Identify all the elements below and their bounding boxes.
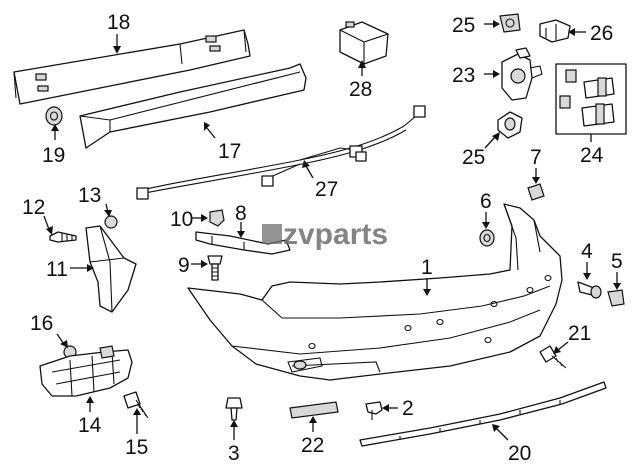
callout-1: 1 — [421, 256, 433, 279]
part-18-reinforcement-bar — [13, 29, 251, 105]
callout-23: 23 — [452, 64, 475, 87]
part-26-clip — [539, 19, 571, 43]
part-2-clip — [365, 401, 383, 420]
part-6-nut — [479, 229, 495, 247]
part-28-control-module — [339, 21, 389, 65]
callout-8: 8 — [235, 202, 247, 225]
callout-21: 21 — [568, 322, 591, 345]
callout-20: 20 — [508, 442, 531, 465]
callout-16: 16 — [30, 312, 53, 335]
part-13-clip — [104, 215, 118, 229]
part-27-wire-harness — [136, 105, 426, 200]
callout-10: 10 — [170, 208, 193, 231]
part-12-screw — [49, 231, 77, 243]
part-21-screw — [539, 345, 567, 369]
callout-18: 18 — [107, 11, 130, 34]
part-4-bolt — [577, 281, 602, 299]
part-1-bumper-cover — [187, 203, 563, 381]
part-25-retainer-top — [499, 13, 521, 33]
callout-9: 9 — [178, 254, 190, 277]
callout-labels: 18 17 19 28 27 25 26 23 24 25 7 6 13 12 … — [22, 11, 623, 465]
callout-27: 27 — [315, 178, 338, 201]
callout-4: 4 — [581, 240, 593, 263]
callout-26: 26 — [590, 22, 613, 45]
callout-22: 22 — [301, 434, 324, 457]
part-24-retainer-kit — [555, 63, 627, 135]
part-3-clip — [225, 397, 243, 421]
watermark-text: zvparts — [283, 218, 388, 251]
callout-25-lower: 25 — [462, 146, 485, 169]
part-9-screw — [207, 255, 223, 281]
part-23-sensor-bracket — [501, 47, 543, 101]
callout-28: 28 — [349, 78, 372, 101]
callout-25-top: 25 — [452, 14, 475, 37]
part-14-lower-bracket — [39, 345, 133, 397]
callout-13: 13 — [78, 184, 101, 207]
callout-17: 17 — [218, 140, 241, 163]
part-20-molding-strip — [359, 381, 607, 447]
callout-19: 19 — [42, 144, 65, 167]
callout-3: 3 — [228, 442, 240, 465]
watermark: zvparts — [262, 218, 388, 251]
callout-14: 14 — [78, 414, 102, 437]
part-8-retainer-bracket — [195, 231, 291, 255]
part-17-energy-absorber — [79, 63, 307, 149]
part-7-clip — [527, 183, 545, 201]
callout-5: 5 — [611, 250, 623, 273]
part-22-reflector — [289, 401, 339, 419]
watermark-logo-icon — [262, 224, 282, 244]
part-25-retainer-lower — [497, 111, 523, 139]
part-19-nut — [45, 106, 63, 126]
part-11-side-bracket — [85, 225, 137, 313]
part-5-clip — [607, 289, 625, 307]
callout-12: 12 — [22, 196, 45, 219]
callout-15: 15 — [125, 436, 148, 459]
part-15-bolt — [123, 391, 149, 419]
callout-7: 7 — [530, 146, 542, 169]
callout-11: 11 — [46, 258, 68, 281]
leader-lines — [43, 20, 621, 441]
callout-2: 2 — [402, 397, 414, 420]
callout-24: 24 — [580, 144, 604, 167]
callout-6: 6 — [480, 190, 492, 213]
part-10-clip — [209, 209, 225, 227]
